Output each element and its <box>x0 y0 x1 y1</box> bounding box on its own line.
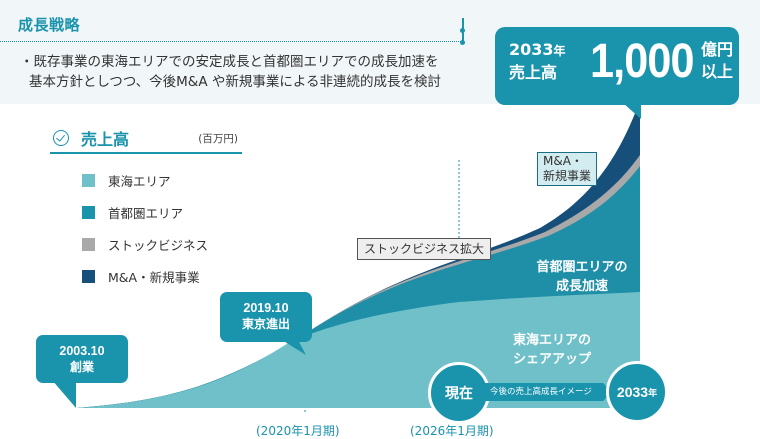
legend-item-ma: M&A・新規事業 <box>82 260 242 292</box>
divider-dot <box>460 40 465 45</box>
legend-title: 売上高 <box>81 130 130 149</box>
check-circle-icon <box>53 130 69 146</box>
legend-item-tokai: 東海エリア <box>82 164 242 196</box>
callout-pointer <box>623 103 641 119</box>
bullet-marker: ・ <box>20 54 34 70</box>
title-divider <box>0 41 463 42</box>
axis-label-2026: (2026年1月期) <box>410 424 494 438</box>
milestone-tokyo: 2019.10 東京進出 <box>220 292 312 342</box>
tokai-share-text: 東海エリアの シェアアップ <box>512 333 591 367</box>
swatch-shutoken <box>82 205 95 219</box>
legend-item-stock: ストックビジネス <box>82 228 242 260</box>
swatch-ma <box>82 269 95 283</box>
swatch-stock <box>82 237 95 251</box>
shutoken-growth-text: 首都圏エリアの 成長加速 <box>536 260 628 294</box>
target-year-label: 2033年 売上高 <box>509 40 566 82</box>
strategy-description: ・既存事業の東海エリアでの安定成長と首都圏エリアでの成長加速を 基本方針としつつ… <box>20 52 490 92</box>
legend: 売上高 (百万円) 東海エリア 首都圏エリア ストックビジネス M&A・新規事業 <box>50 128 242 292</box>
now-marker: 現在 <box>428 362 490 424</box>
divider-dot <box>460 28 465 33</box>
legend-unit: (百万円) <box>198 132 238 145</box>
legend-header: 売上高 (百万円) <box>50 128 242 154</box>
stock-business-label: ストックビジネス拡大 <box>357 238 492 260</box>
tokyo-pointer <box>282 340 306 355</box>
founding-pointer <box>52 380 76 408</box>
section-title: 成長戦略 <box>18 16 81 34</box>
milestone-founding: 2003.10 創業 <box>36 335 128 383</box>
ma-label: M&A・ 新規事業 <box>537 152 598 186</box>
target-unit: 億円 以上 <box>701 40 734 81</box>
legend-items: 東海エリア 首都圏エリア ストックビジネス M&A・新規事業 <box>50 164 242 292</box>
area-tokai <box>77 292 640 408</box>
growth-arrow: 今後の売上高成長イメージ <box>483 383 611 401</box>
description-line-2: 基本方針としつつ、今後M&A や新規事業による非連続的成長を検討 <box>29 74 441 90</box>
target-amount: 1,000 <box>590 35 695 88</box>
swatch-tokai <box>82 173 95 187</box>
axis-label-2020: (2020年1月期) <box>256 424 340 438</box>
description-line-1: 既存事業の東海エリアでの安定成長と首都圏エリアでの成長加速を <box>33 54 439 70</box>
legend-item-shutoken: 首都圏エリア <box>82 196 242 228</box>
target-callout: 2033年 売上高 1,000 億円 以上 <box>495 27 739 119</box>
